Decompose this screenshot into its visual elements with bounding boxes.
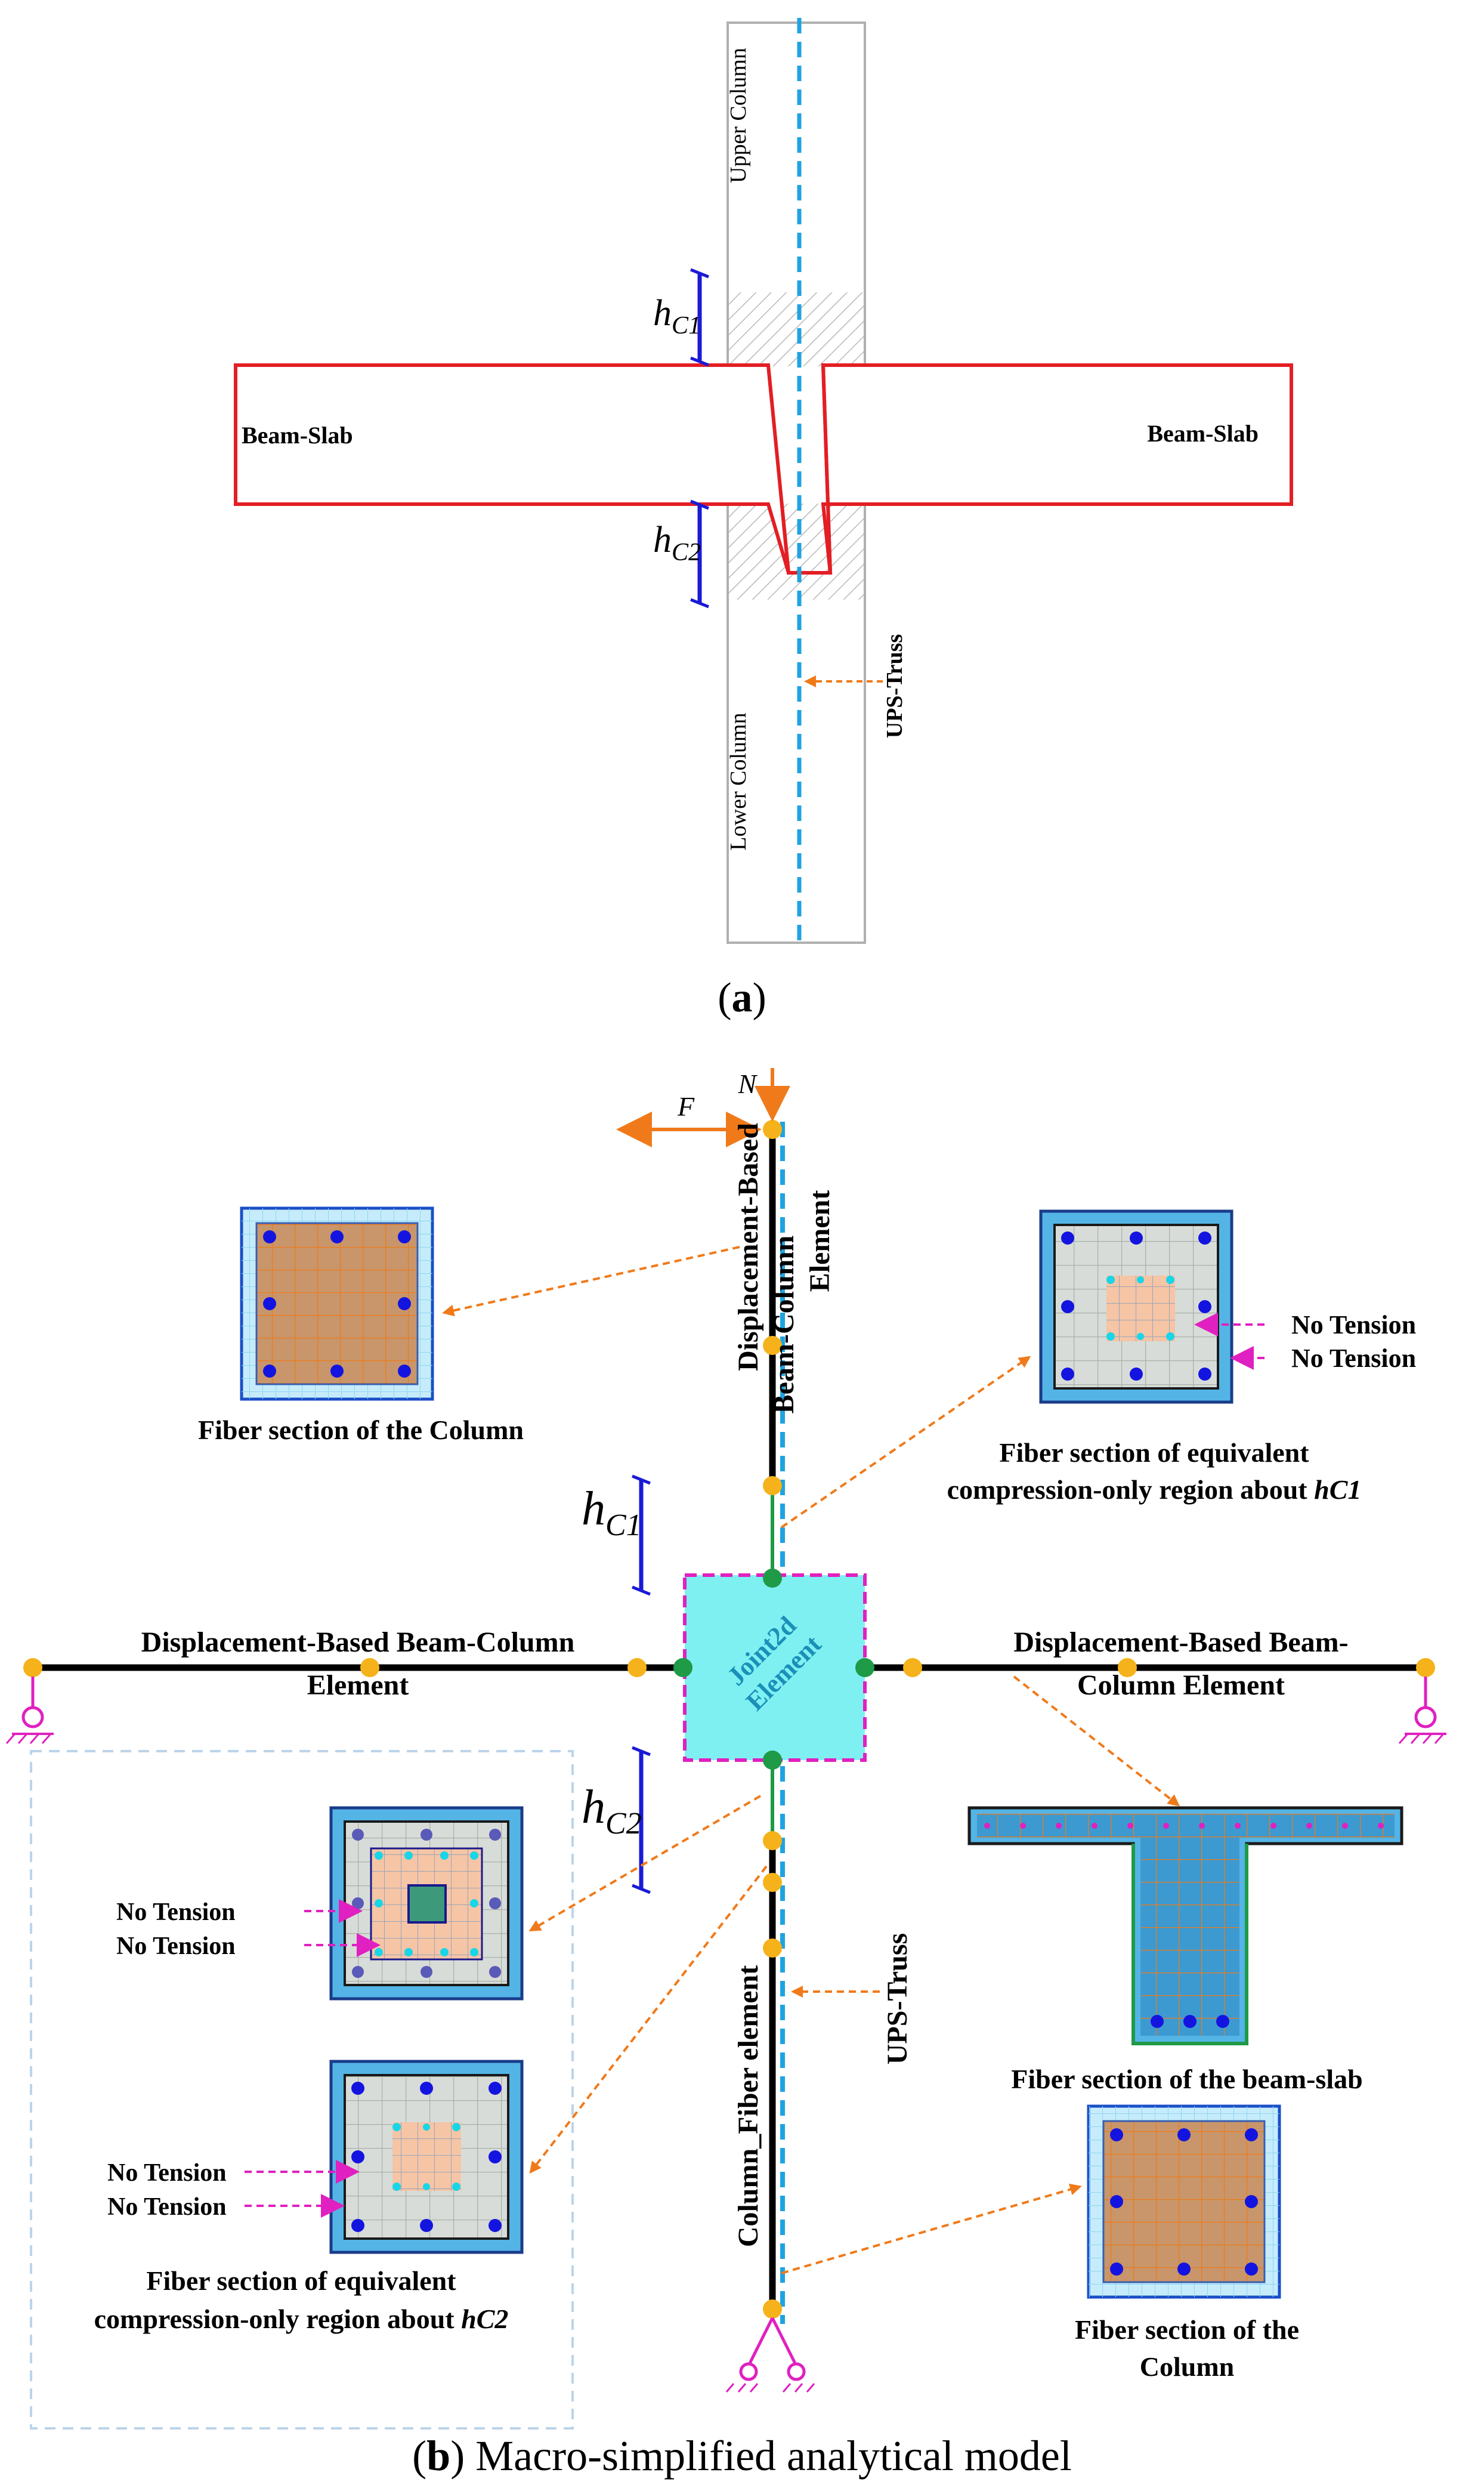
caption-b: (b) Macro-simplified analytical model <box>412 2432 1072 2480</box>
beam-slab-right-label: Beam-Slab <box>1147 420 1259 447</box>
fiber-hc2-caption-1: Fiber section of equivalent <box>146 2265 456 2296</box>
fiber-section-column-top <box>240 1206 434 1401</box>
column-fiber-element-label: Column_Fiber element <box>732 1965 764 2247</box>
node-top <box>763 1120 782 1139</box>
hc1-b-tick-top <box>632 1474 651 1485</box>
hc2-label: hC2 <box>653 520 701 566</box>
hc2-tick-top <box>690 499 709 510</box>
node-right-support <box>1416 1658 1435 1677</box>
caption-a: (a) <box>718 975 766 1021</box>
node-upper-link <box>763 1476 782 1495</box>
fiber-hc2-caption-2: compression-only region about hC2 <box>94 2304 509 2334</box>
fiber-section-hc2-b <box>329 2060 524 2254</box>
beam-slab-left-label: Beam-Slab <box>242 422 353 449</box>
joint-trapezoid <box>766 365 833 575</box>
hc2-b-tick-bottom <box>632 1884 651 1894</box>
left-beam-label-1: Displacement-Based Beam-Column <box>141 1626 575 1658</box>
no-tension-label-2: No Tension <box>1291 1344 1416 1373</box>
no-tension-label-5: No Tension <box>107 2159 227 2187</box>
fiber-column-bottom-caption-1: Fiber section of the <box>1075 2314 1299 2345</box>
nodes <box>23 1120 1435 2319</box>
pointer-to-hc2-b <box>529 1865 768 2174</box>
node-left-beam-end <box>627 1658 647 1677</box>
left-beam-label-2: Element <box>307 1669 409 1701</box>
pointer-to-column-bottom <box>781 2183 1082 2274</box>
ups-truss-label-b: UPS-Truss <box>882 1933 913 2064</box>
no-tension-label-6: No Tension <box>107 2193 227 2221</box>
fiber-beam-slab-caption: Fiber section of the beam-slab <box>1011 2064 1362 2094</box>
bottom-fixed-support <box>725 2317 815 2393</box>
pointer-to-beam-slab <box>1013 1675 1180 1807</box>
upper-column-label: Upper Column <box>726 48 751 183</box>
hc2-b-label: hC2 <box>582 1781 642 1841</box>
hc2-b-tick-top <box>632 1746 651 1757</box>
fiber-hc1-caption-1: Fiber section of equivalent <box>999 1437 1309 1468</box>
hc1-b-tick-bottom <box>632 1585 651 1596</box>
no-tension-label-3: No Tension <box>116 1899 236 1926</box>
panel-b: Joint2dElement N F <box>5 1068 1446 2480</box>
ups-truss-label: UPS-Truss <box>882 634 907 739</box>
pointer-to-column-top <box>442 1246 740 1317</box>
node-lower-link-1 <box>763 1831 782 1850</box>
node-joint-top <box>763 1569 782 1588</box>
node-right-beam-mid <box>1118 1658 1137 1677</box>
pointer-to-hc2-a <box>528 1795 762 1932</box>
hc1-tick-top <box>690 268 709 279</box>
load-n-label: N <box>737 1069 758 1099</box>
pointer-to-hc1 <box>780 1356 1031 1529</box>
fiber-column-bottom-caption-2: Column <box>1140 2351 1234 2382</box>
node-right-beam-end <box>903 1658 922 1677</box>
fiber-section-hc1 <box>1039 1209 1233 1404</box>
upper-element-label-3: Element <box>804 1190 836 1292</box>
hc1-b-label: hC1 <box>582 1483 642 1542</box>
fiber-section-hc2-a <box>329 1806 524 2001</box>
no-tension-label-4: No Tension <box>116 1933 236 1960</box>
left-pin-support <box>5 1677 54 1744</box>
lower-column-label: Lower Column <box>726 712 751 850</box>
node-lower-link-2 <box>763 1873 782 1892</box>
node-left-beam-mid <box>360 1658 379 1677</box>
fiber-section-beam-slab <box>967 1806 1403 2045</box>
fiber-section-column-bottom <box>1087 2104 1281 2299</box>
hc1-tick-bottom <box>690 356 709 367</box>
node-joint-right <box>855 1658 874 1677</box>
fiber-hc1-caption-2: compression-only region about hC1 <box>947 1474 1362 1505</box>
node-left-support <box>23 1658 42 1677</box>
node-joint-bottom <box>763 1751 782 1770</box>
right-beam-label-1: Displacement-Based Beam- <box>1013 1626 1348 1658</box>
no-tension-label-1: No Tension <box>1291 1310 1416 1339</box>
hc1-label: hC1 <box>653 293 701 339</box>
lower-joint-zone <box>729 501 864 600</box>
upper-element-label-2: Beam-Column <box>768 1236 800 1414</box>
joint-mask <box>770 366 821 504</box>
load-f-label: F <box>677 1091 695 1122</box>
panel-a: Upper Column Lower Column Beam-Slab Beam… <box>234 18 1293 1021</box>
right-beam-label-2: Column Element <box>1077 1669 1285 1701</box>
node-upper-mid <box>763 1336 782 1355</box>
right-pin-support <box>1398 1677 1446 1744</box>
hc2-tick-bottom <box>690 598 709 609</box>
fiber-column-top-caption: Fiber section of the Column <box>198 1415 524 1445</box>
node-joint-left <box>673 1658 692 1677</box>
upper-joint-zone <box>729 292 864 370</box>
hc2-sections-frame <box>30 1750 574 2430</box>
node-lower-mid <box>763 1939 782 1958</box>
node-bottom <box>763 2299 782 2319</box>
